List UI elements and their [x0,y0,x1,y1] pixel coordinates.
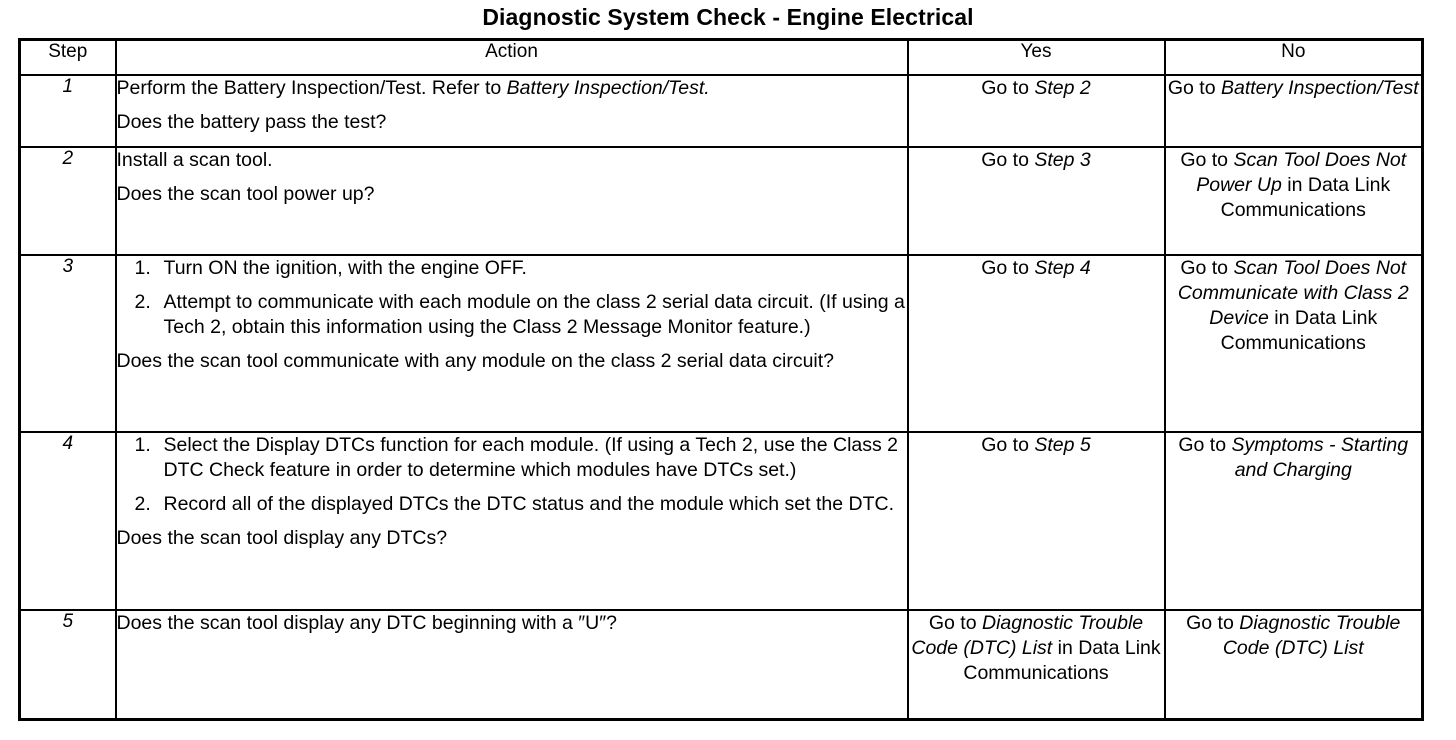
yes-reference: Step 5 [1034,434,1091,456]
action-step-list: 1. Select the Display DTCs function for e… [117,433,907,517]
yes-reference: Step 4 [1034,257,1091,279]
column-header-yes: Yes [906,38,1166,76]
no-reference: Battery Inspection/Test [1220,77,1419,99]
yes-reference: Step 2 [1034,77,1091,99]
action-question: Does the battery pass the test? [116,111,387,133]
list-text: Select the Display DTCs function for eac… [163,434,899,481]
yes-reference: Step 3 [1034,149,1091,171]
yes-reference: Diagnostic Trouble Code (DTC) List [911,612,1144,659]
column-header-step: Step [18,38,117,76]
no-cell: Go to Diagnostic Trouble Code (DTC) List [1163,609,1424,721]
action-question: Does the scan tool power up? [116,183,375,205]
table-header-row: Step Action Yes No [18,38,1424,76]
yes-cell: Go to Step 2 [906,74,1166,148]
action-question: Does the scan tool communicate with any … [116,350,835,372]
yes-text: Go to [928,612,982,634]
list-text: Attempt to communicate with each module … [163,291,905,338]
table-row: 5 Does the scan tool display any DTC beg… [18,609,1424,721]
yes-text: Go to [981,434,1035,456]
diagnostic-table-container: Step Action Yes No 1 Perform the Battery… [18,38,1424,721]
no-text: Go to [1180,257,1234,279]
action-line: Install a scan tool. [116,149,273,171]
no-reference: Diagnostic Trouble Code (DTC) List [1222,612,1401,659]
no-text-suffix: in Data Link Communications [1220,307,1378,354]
yes-cell: Go to Step 4 [906,254,1166,433]
action-cell: 1. Turn ON the ignition, with the engine … [114,254,909,433]
no-text: Go to [1178,434,1232,456]
action-question: Does the scan tool display any DTCs? [116,527,448,549]
column-header-action: Action [114,38,909,76]
no-cell: Go to Scan Tool Does Not Power Up in Dat… [1163,146,1424,256]
action-cell: Does the scan tool display any DTC begin… [114,609,909,721]
action-cell: 1. Select the Display DTCs function for e… [114,431,909,611]
action-line: Perform the Battery Inspection/Test. Ref… [117,76,907,101]
action-step-item: 1. Select the Display DTCs function for e… [117,433,907,483]
no-text-suffix: in Data Link Communications [1220,174,1391,221]
step-number: 4 [18,431,117,611]
yes-cell: Go to Step 3 [906,146,1166,256]
no-cell: Go to Symptoms - Starting and Charging [1163,431,1424,611]
action-step-item: 2. Attempt to communicate with each modul… [117,290,907,340]
table-row: 2 Install a scan tool. Does the scan too… [18,146,1424,256]
list-number: 2. [134,493,151,515]
no-reference: Symptoms - Starting and Charging [1231,434,1409,481]
action-cell: Install a scan tool. Does the scan tool … [114,146,909,256]
yes-text: Go to [981,257,1035,279]
action-step-item: 1. Turn ON the ignition, with the engine … [117,256,907,281]
action-reference: Battery Inspection/Test. [506,77,710,99]
list-text: Record all of the displayed DTCs the DTC… [163,493,895,515]
table-row: 4 1. Select the Display DTCs function for… [18,431,1424,611]
step-number: 1 [18,74,117,148]
no-cell: Go to Battery Inspection/Test [1163,74,1424,148]
no-text: Go to [1186,612,1240,634]
action-cell: Perform the Battery Inspection/Test. Ref… [114,74,909,148]
page-title: Diagnostic System Check - Engine Electri… [482,4,974,30]
no-cell: Go to Scan Tool Does Not Communicate wit… [1163,254,1424,433]
yes-cell: Go to Diagnostic Trouble Code (DTC) List… [906,609,1166,721]
action-step-item: 2. Record all of the displayed DTCs the D… [117,492,907,517]
step-number: 3 [18,254,117,433]
table-row: 3 1. Turn ON the ignition, with the engin… [18,254,1424,433]
yes-cell: Go to Step 5 [906,431,1166,611]
table-row: 1 Perform the Battery Inspection/Test. R… [18,74,1424,148]
action-text: Perform the Battery Inspection/Test. Ref… [116,77,507,99]
yes-text: Go to [981,77,1035,99]
step-number: 2 [18,146,117,256]
list-text: Turn ON the ignition, with the engine OF… [163,257,527,279]
diagnostic-table: Step Action Yes No 1 Perform the Battery… [18,38,1424,721]
no-text: Go to [1180,149,1234,171]
action-question: Does the scan tool display any DTC begin… [116,612,618,634]
action-step-list: 1. Turn ON the ignition, with the engine … [117,256,907,340]
yes-text-suffix: in Data Link Communications [963,637,1161,684]
table-body: 1 Perform the Battery Inspection/Test. R… [18,74,1424,721]
step-number: 5 [18,609,117,721]
list-number: 1. [134,257,151,279]
list-number: 1. [134,434,151,456]
table-header: Step Action Yes No [18,38,1424,76]
no-reference: Scan Tool Does Not Power Up [1196,149,1407,196]
no-text: Go to [1167,77,1221,99]
yes-text: Go to [981,149,1035,171]
no-reference: Scan Tool Does Not Communicate with Clas… [1177,257,1409,329]
list-number: 2. [134,291,151,313]
column-header-no: No [1163,38,1424,76]
